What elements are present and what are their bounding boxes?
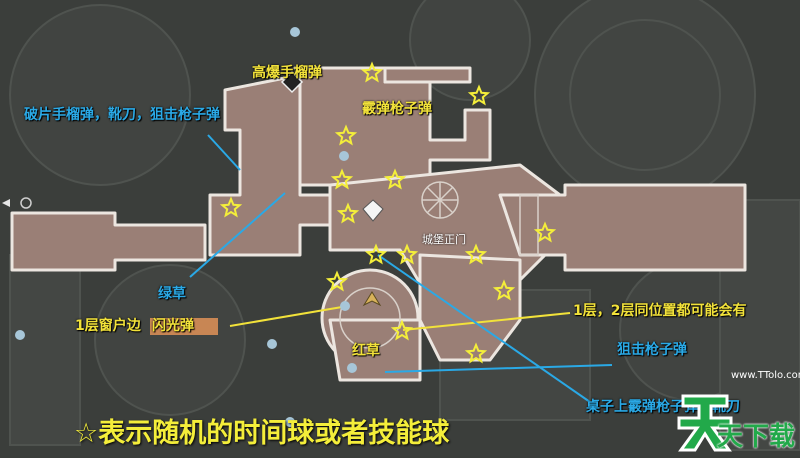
- castle-details: [339, 181, 539, 349]
- star-icon: [464, 243, 488, 265]
- star-icon: [464, 342, 488, 364]
- star-icon: [334, 124, 358, 146]
- watermark: www.TTolo.com 天下载: [673, 370, 800, 456]
- label-frag-knife-sniper: 破片手榴弹，靴刀，狙击枪子弹: [24, 107, 220, 123]
- star-icon: [364, 243, 388, 265]
- herb-icon: [347, 363, 357, 373]
- label-red-herb: 红草: [352, 343, 380, 359]
- herb-icon: [339, 151, 349, 161]
- star-icon: [390, 319, 414, 341]
- grenade-marker-icon: [280, 70, 304, 94]
- herb-icon: [285, 417, 295, 427]
- label-castle-gate: 城堡正门: [422, 233, 466, 246]
- castle-floorplan: [10, 66, 747, 382]
- star-icon: [336, 202, 360, 224]
- label-sniper-ammo: 狙击枪子弹: [617, 342, 687, 358]
- herb-icon: [340, 301, 350, 311]
- star-icon: [219, 196, 243, 218]
- label-grenade-he: 高爆手榴弹: [252, 65, 322, 81]
- herb-icon: [15, 330, 25, 340]
- logo-icon: [677, 394, 733, 452]
- watermark-logo: [673, 384, 737, 454]
- herb-icon: [290, 27, 300, 37]
- diamond-icon: [362, 199, 384, 222]
- herb-icons: [15, 27, 357, 427]
- star-icon: [325, 270, 349, 292]
- legend-text: ☆表示随机的时间球或者技能球: [74, 418, 450, 449]
- herb-icon: [267, 339, 277, 349]
- star-icon: [492, 279, 516, 301]
- pointer-lines: [189, 134, 613, 403]
- star-icon: [533, 221, 557, 243]
- stars-layer: [219, 61, 557, 364]
- star-icon: [395, 243, 419, 265]
- star-icon: [467, 84, 491, 106]
- star-icon: [383, 168, 407, 190]
- label-flash-window: 1层窗户边: [75, 318, 141, 334]
- label-flash-grenade: 闪光弹: [150, 318, 218, 336]
- left-arrow-icon: [2, 197, 32, 209]
- star-icon: [330, 168, 354, 190]
- player-arrow-icon: [362, 291, 382, 307]
- label-floors-note: 1层，2层同位置都可能会有: [573, 303, 747, 319]
- star-icon: [360, 61, 384, 83]
- watermark-site: www.TTolo.com: [731, 370, 800, 381]
- label-green-herb: 绿草: [158, 286, 186, 302]
- label-shotgun-ammo: 霰弹枪子弹: [362, 101, 432, 117]
- watermark-logo-text: 天下载: [717, 422, 796, 452]
